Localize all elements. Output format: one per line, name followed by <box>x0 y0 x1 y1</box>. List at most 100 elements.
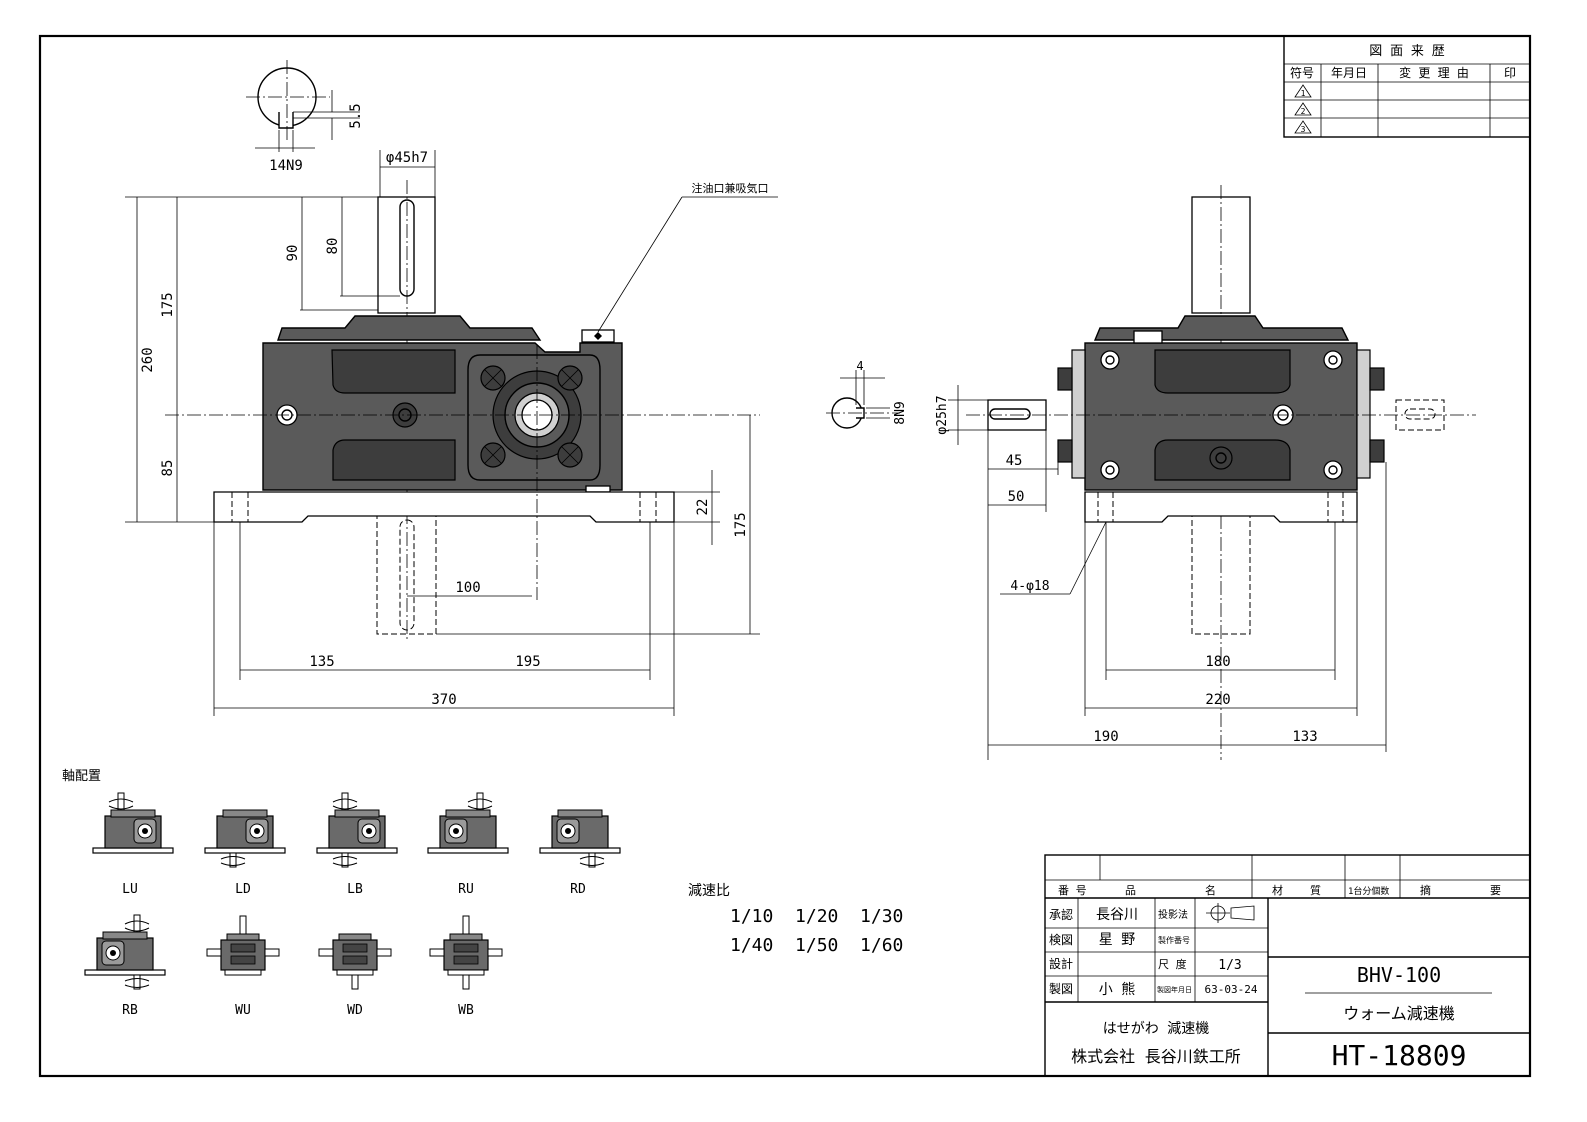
tb-projection-label: 投影法 <box>1158 908 1188 921</box>
reduction-ratio: 減速比 1/10 1/20 1/30 1/40 1/50 1/60 <box>688 882 903 956</box>
sheet-border <box>38 34 1532 1078</box>
arr-icon-ru <box>427 792 509 854</box>
tb-checked-name: 星 野 <box>1099 932 1135 948</box>
tb-header-name2: 名 <box>1205 883 1216 897</box>
tb-header-material2: 質 <box>1310 883 1321 897</box>
arr-label-lu: LU <box>122 882 138 897</box>
revision-header-reason: 変 更 理 由 <box>1399 65 1469 80</box>
arr-label-rb: RB <box>122 1003 138 1018</box>
dim-shaft-length: 90 <box>285 245 301 262</box>
arr-icon-wb <box>429 915 503 990</box>
svg-text:2: 2 <box>1301 107 1306 116</box>
dim-side-left: 190 <box>1093 729 1118 745</box>
tb-date-label: 製図年月日 <box>1157 985 1192 994</box>
tb-drawn-label: 製図 <box>1049 982 1073 996</box>
svg-text:3: 3 <box>1301 125 1306 134</box>
arr-label-lb: LB <box>347 882 363 897</box>
tb-header-quantity: 1台分個数 <box>1348 885 1389 897</box>
dim-right-mount: 195 <box>515 654 540 670</box>
tb-checked-label: 検図 <box>1049 933 1073 947</box>
dim-center-base: 85 <box>160 460 176 477</box>
arr-label-rd: RD <box>570 882 586 897</box>
tb-approved-name: 長谷川 <box>1096 907 1138 923</box>
tb-scale-value: 1/3 <box>1218 958 1241 973</box>
front-base <box>213 491 675 523</box>
revision-symbol-2: 2 <box>1294 102 1312 116</box>
arr-icon-lu <box>92 792 174 854</box>
dim-center-distance: 100 <box>455 580 480 596</box>
arr-icon-rb <box>84 914 166 990</box>
shaft-arrangement-title: 軸配置 <box>62 769 101 784</box>
side-view: 4 8N9 <box>826 185 1476 760</box>
tb-approved-label: 承認 <box>1049 907 1073 922</box>
tb-header-name1: 品 <box>1125 884 1136 897</box>
tb-header-material1: 材 <box>1272 883 1283 897</box>
reduction-ratio-line1: 1/10 1/20 1/30 <box>730 906 903 927</box>
arr-label-ru: RU <box>458 882 474 897</box>
dim-shaft-ext-45: 45 <box>1006 453 1023 469</box>
revision-symbol-1: 1 <box>1294 84 1312 98</box>
arr-icon-ld <box>204 809 286 868</box>
dim-shaft-center: 175 <box>160 292 176 317</box>
tb-drawing-number: HT-18809 <box>1332 1039 1467 1072</box>
keyway-detail-front: 5.5 14N9 <box>246 60 364 174</box>
tb-header-remarks2: 要 <box>1490 884 1501 897</box>
keyway-detail-side: 4 8N9 <box>826 359 908 429</box>
arr-label-wu: WU <box>235 1003 251 1018</box>
dim-side-mount: 180 <box>1205 654 1230 670</box>
front-output-shaft <box>377 196 436 314</box>
tb-header-number: 番 号 <box>1058 884 1087 897</box>
revision-header-seal: 印 <box>1504 66 1516 80</box>
reduction-ratio-title: 減速比 <box>688 882 730 899</box>
revision-header-symbol: 符号 <box>1290 65 1314 80</box>
tb-model: BHV-100 <box>1357 963 1441 987</box>
front-keyway-width: 14N9 <box>269 158 303 174</box>
oil-port-label: 注油口兼吸気口 <box>692 181 769 195</box>
revision-header-date: 年月日 <box>1331 66 1367 80</box>
projection-symbol <box>1206 903 1255 923</box>
tb-product-name: ウォーム減速機 <box>1343 1004 1455 1023</box>
dim-lower-shaft: 175 <box>733 512 749 537</box>
tb-drawn-name: 小 熊 <box>1099 982 1135 998</box>
title-block: 番 号 品 名 材 質 1台分個数 摘 要 承認 長谷川 投影法 検図 星 野 … <box>1044 854 1531 1077</box>
dim-total-height: 260 <box>140 347 156 372</box>
tb-company-line2: 株式会社 長谷川鉄工所 <box>1071 1047 1241 1066</box>
dim-side-right: 133 <box>1292 729 1317 745</box>
side-base <box>1084 491 1358 523</box>
dim-base-length: 370 <box>431 692 456 708</box>
mount-hole-label: 4-φ18 <box>1010 579 1049 594</box>
dim-base-thickness: 22 <box>695 499 711 516</box>
revision-title: 図 面 来 歴 <box>1369 44 1444 59</box>
side-housing-bolts <box>1100 350 1343 480</box>
side-shaft-diameter: φ25h7 <box>935 395 950 434</box>
arr-icon-rd <box>539 809 621 868</box>
shaft-arrangement: 軸配置 LU LD LB RU RD RB WU WD WB <box>62 769 621 1018</box>
tb-header-remarks1: 摘 <box>1420 883 1431 897</box>
front-view: 5.5 14N9 φ45h7 <box>125 60 778 716</box>
reduction-ratio-line2: 1/40 1/50 1/60 <box>730 935 903 956</box>
arr-label-wb: WB <box>458 1003 474 1018</box>
revision-symbol-3: 3 <box>1294 120 1312 134</box>
dim-key-length: 80 <box>325 238 341 255</box>
arr-icon-wd <box>318 933 392 990</box>
svg-text:1: 1 <box>1301 89 1306 98</box>
side-keyway-depth: 4 <box>856 359 863 373</box>
revision-table: 図 面 来 歴 符号 年月日 変 更 理 由 印 1 2 3 <box>1283 35 1531 138</box>
dim-left-mount: 135 <box>309 654 334 670</box>
arr-icon-lb <box>316 792 398 868</box>
side-keyway-width: 8N9 <box>893 401 908 424</box>
front-shaft-diameter: φ45h7 <box>386 150 428 166</box>
tb-scale-label: 尺 度 <box>1158 957 1187 971</box>
front-cover-bolts <box>480 365 583 468</box>
dim-side-base: 220 <box>1205 692 1230 708</box>
tb-product-no-label: 製作番号 <box>1158 935 1190 945</box>
tb-date-value: 63-03-24 <box>1205 983 1258 996</box>
tb-company-line1: はせがわ 減速機 <box>1103 1020 1209 1037</box>
front-keyway-depth: 5.5 <box>348 103 364 128</box>
dim-shaft-ext-50: 50 <box>1008 489 1025 505</box>
arr-icon-wu <box>206 915 280 976</box>
arr-label-wd: WD <box>347 1003 363 1018</box>
tb-design-label: 設計 <box>1049 956 1073 971</box>
arr-label-ld: LD <box>235 882 251 897</box>
